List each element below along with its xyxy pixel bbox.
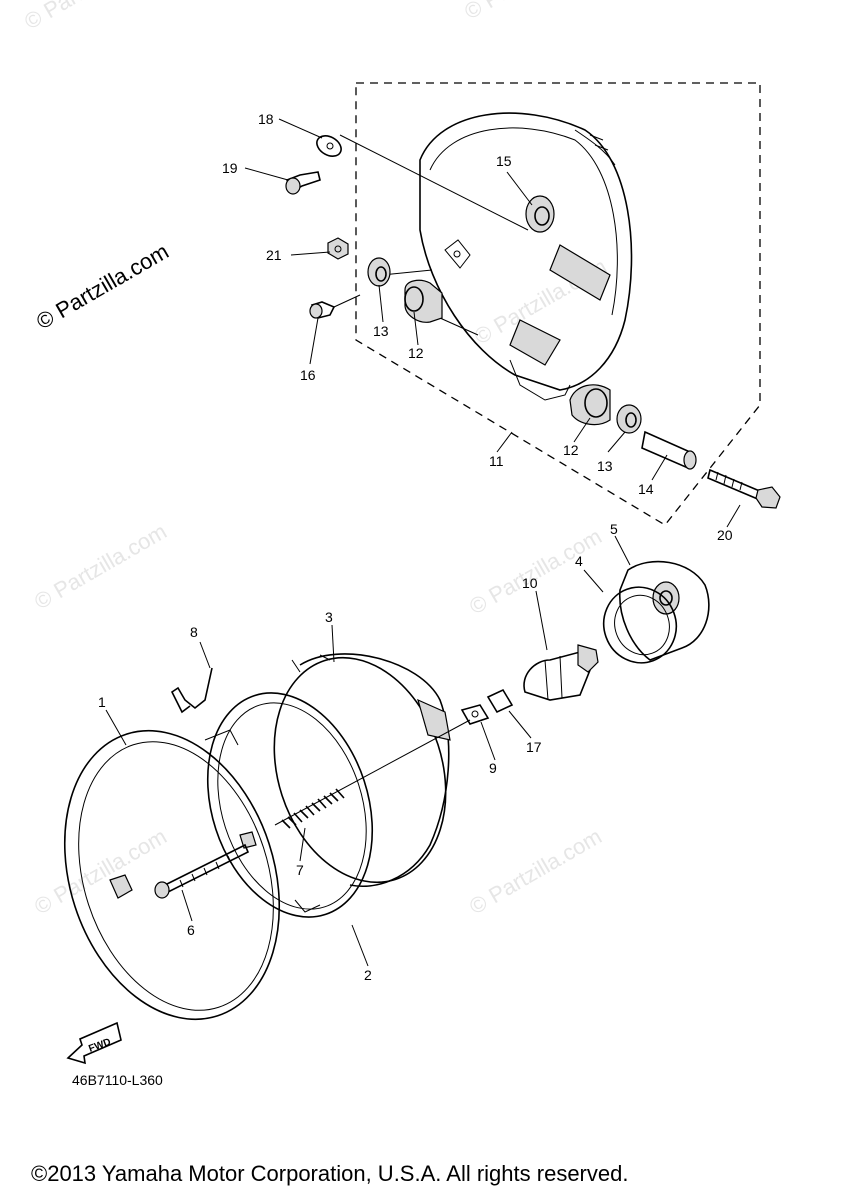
callout-12-lower: 12 — [563, 442, 579, 458]
callout-2: 2 — [364, 967, 372, 983]
clip-part-8 — [170, 667, 213, 714]
callout-21: 21 — [266, 247, 282, 263]
watermark-faint: © Partzilla.com — [20, 0, 161, 34]
fwd-label: FWD — [87, 1037, 112, 1055]
retaining-ring-part-4 — [602, 586, 678, 664]
spacer-part-14 — [641, 430, 697, 470]
callout-8: 8 — [190, 624, 198, 640]
socket-cover-part-5 — [619, 560, 710, 661]
watermark-faint: © Partzilla.com — [30, 519, 171, 615]
bezel-part-1 — [63, 729, 281, 1021]
callout-16: 16 — [300, 367, 316, 383]
bolt-part-19 — [285, 171, 321, 195]
callout-20: 20 — [717, 527, 733, 543]
bulb-part-10 — [523, 644, 599, 701]
callout-13-upper: 13 — [373, 323, 389, 339]
diagram-code: 46B7110-L360 — [72, 1072, 163, 1088]
leader-12b-housing — [439, 317, 479, 336]
bushing-part-12-upper — [404, 279, 443, 323]
washer-part-18 — [316, 135, 342, 157]
callout-leaders — [105, 118, 741, 967]
callout-6: 6 — [187, 922, 195, 938]
leader-18-housing — [339, 134, 529, 231]
callout-12-upper: 12 — [408, 345, 424, 361]
housing-part-11 — [419, 112, 633, 401]
sleeve-part-17 — [486, 688, 514, 714]
bolt-part-20 — [707, 468, 781, 509]
callout-13-lower: 13 — [597, 458, 613, 474]
fwd-arrow-icon: FWD — [66, 1021, 122, 1065]
callout-3: 3 — [325, 609, 333, 625]
watermark-main: © Partzilla.com — [32, 239, 173, 335]
callout-1: 1 — [98, 694, 106, 710]
watermark-faint: © Partzilla.com — [460, 0, 601, 24]
spring-part-7 — [274, 719, 471, 829]
watermark-faint: © Partzilla.com — [30, 824, 171, 920]
callout-14: 14 — [638, 481, 654, 497]
callout-7: 7 — [296, 862, 304, 878]
nut-part-21 — [327, 237, 349, 260]
callout-11: 11 — [489, 453, 504, 469]
callout-15: 15 — [496, 153, 512, 169]
reflector-part-3 — [273, 653, 451, 887]
callout-5: 5 — [610, 521, 618, 537]
bolt-part-16 — [309, 294, 361, 319]
callout-9: 9 — [489, 760, 497, 776]
callout-17: 17 — [526, 739, 542, 755]
bushing-part-12-lower — [569, 384, 611, 426]
collar-part-13-upper — [367, 257, 391, 287]
faint-watermarks: © Partzilla.com © Partzilla.com © Partzi… — [20, 0, 611, 919]
callout-10: 10 — [522, 575, 538, 591]
screw-part-6 — [154, 843, 250, 899]
callout-4: 4 — [575, 553, 583, 569]
adjuster-part-9 — [460, 704, 490, 725]
watermark-faint: © Partzilla.com — [465, 824, 606, 920]
copyright-notice: ©2013 Yamaha Motor Corporation, U.S.A. A… — [31, 1161, 628, 1186]
collar-part-13-lower — [616, 404, 642, 434]
assembly-11-boundary — [355, 82, 761, 526]
callout-labels: 18 19 21 16 13 12 15 12 13 14 20 11 5 4 … — [98, 111, 733, 983]
callout-18: 18 — [258, 111, 274, 127]
callout-19: 19 — [222, 160, 238, 176]
rim-part-2 — [204, 692, 374, 918]
